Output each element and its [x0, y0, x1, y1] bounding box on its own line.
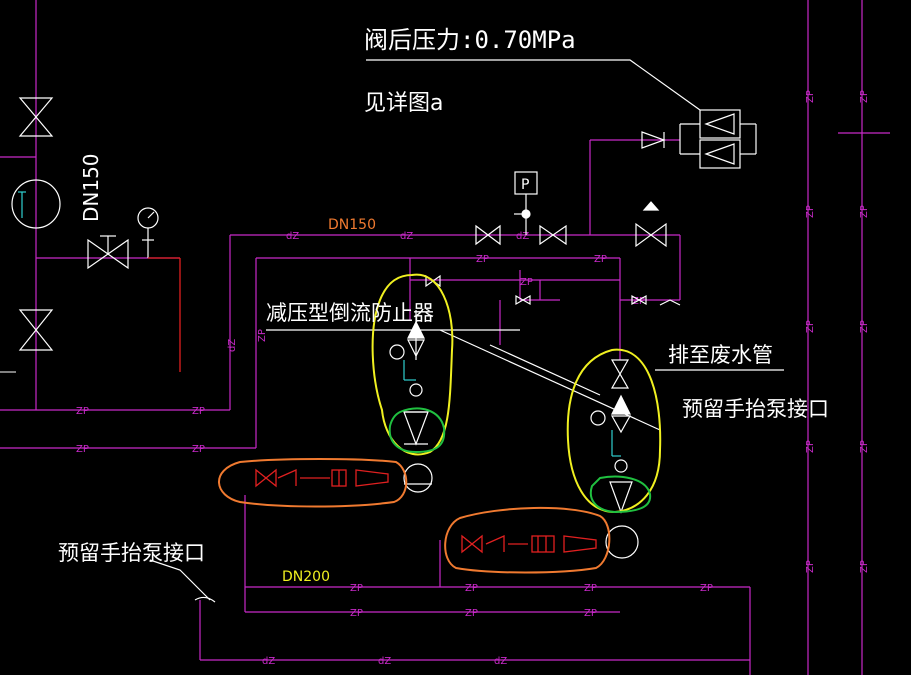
tag-zp: ZP — [476, 254, 489, 265]
highlight-right-funnel — [589, 475, 652, 514]
tag-zp: ZP — [700, 583, 713, 594]
tag-zp: ZP — [350, 608, 363, 619]
tag-zp: ZP — [859, 440, 870, 453]
tag-zp: ZP — [805, 205, 816, 218]
label-dn200: DN200 — [282, 569, 330, 585]
label-pressure-after-valve: 阀后压力:0.70MPa — [364, 26, 576, 54]
tag-dz: dZ — [378, 656, 391, 667]
funnel-icon — [609, 481, 633, 514]
funnel-icon — [403, 411, 429, 446]
backflow-preventer-icon — [610, 415, 632, 434]
check-valve-icon — [641, 131, 666, 149]
tag-zp: ZP — [584, 583, 597, 594]
tag-zp: ZP — [192, 406, 205, 417]
drawing-labels: 阀后压力:0.70MPa 见详图a DN150 DN150 DN200 减压型倒… — [58, 26, 829, 585]
gate-valve-icon — [539, 224, 567, 246]
pressure-gauge-icon — [389, 344, 405, 360]
tag-zp: ZP — [859, 320, 870, 333]
label-drain-to-waste: 排至废水管 — [668, 343, 773, 367]
gate-valve-icon — [18, 309, 54, 351]
gate-valve-icon — [18, 97, 54, 137]
gate-valve-icon — [87, 238, 129, 270]
backflow-preventer-icon — [407, 339, 425, 358]
tag-zp: ZP — [465, 583, 478, 594]
label-gauge-p: P — [521, 177, 529, 193]
tag-zp: ZP — [859, 90, 870, 103]
tag-dz: dZ — [262, 656, 275, 667]
tag-zp: ZP — [350, 583, 363, 594]
highlight-left-pump-assembly — [218, 458, 408, 508]
gate-valve-icon — [635, 222, 667, 248]
tag-zp: ZP — [584, 608, 597, 619]
tag-zp: ZP — [520, 277, 533, 288]
tag-zp: ZP — [594, 254, 607, 265]
small-valve-icon — [515, 294, 531, 306]
pump-icon — [605, 525, 639, 559]
small-valve-icon — [631, 294, 647, 306]
label-dn150-vertical: DN150 — [79, 153, 103, 222]
tag-zp: ZP — [465, 608, 478, 619]
tag-dz: dZ — [400, 231, 413, 242]
pipe-tags: ZP ZP ZP ZP dZ dZ dZ ZP ZP ZP ZP ZP ZP Z… — [76, 90, 870, 667]
valve-symbols — [11, 59, 784, 603]
backflow-preventer-icon — [611, 394, 631, 415]
pipe-network — [0, 0, 890, 675]
tag-zp: ZP — [76, 444, 89, 455]
highlight-left-funnel — [388, 407, 446, 454]
gate-valve-icon — [610, 359, 630, 389]
tag-zp: ZP — [805, 440, 816, 453]
tag-zp: ZP — [632, 296, 645, 307]
tag-zp: ZP — [805, 90, 816, 103]
red-equipment — [148, 257, 597, 554]
tag-zp: ZP — [257, 329, 268, 342]
tag-dz: dZ — [516, 231, 529, 242]
tag-dz: dZ — [494, 656, 507, 667]
tag-zp: ZP — [805, 320, 816, 333]
valve-actuator-icon — [642, 201, 660, 211]
tag-zp: ZP — [76, 406, 89, 417]
tag-zp: ZP — [192, 444, 205, 455]
label-pump-interface-left: 预留手抬泵接口 — [58, 541, 205, 565]
label-dn150-top: DN150 — [328, 217, 376, 233]
cyan-details — [18, 191, 621, 457]
pump-icon — [11, 179, 61, 229]
tag-zp: ZP — [859, 205, 870, 218]
tag-zp: ZP — [805, 560, 816, 573]
backflow-preventer-icon — [407, 320, 425, 339]
label-reducing-backflow-preventer: 减压型倒流防止器 — [266, 301, 434, 325]
tag-dz: dZ — [286, 231, 299, 242]
label-see-detail: 见详图a — [364, 91, 443, 116]
highlight-markups — [218, 273, 662, 574]
gate-valve-icon — [475, 224, 501, 246]
tag-dz: dZ — [227, 339, 238, 352]
highlight-right-pump-assembly — [444, 506, 611, 574]
pressure-gauge-icon — [590, 410, 606, 426]
pump-icon — [403, 463, 433, 493]
label-pump-interface-right: 预留手抬泵接口 — [682, 397, 829, 421]
tag-zp: ZP — [859, 560, 870, 573]
